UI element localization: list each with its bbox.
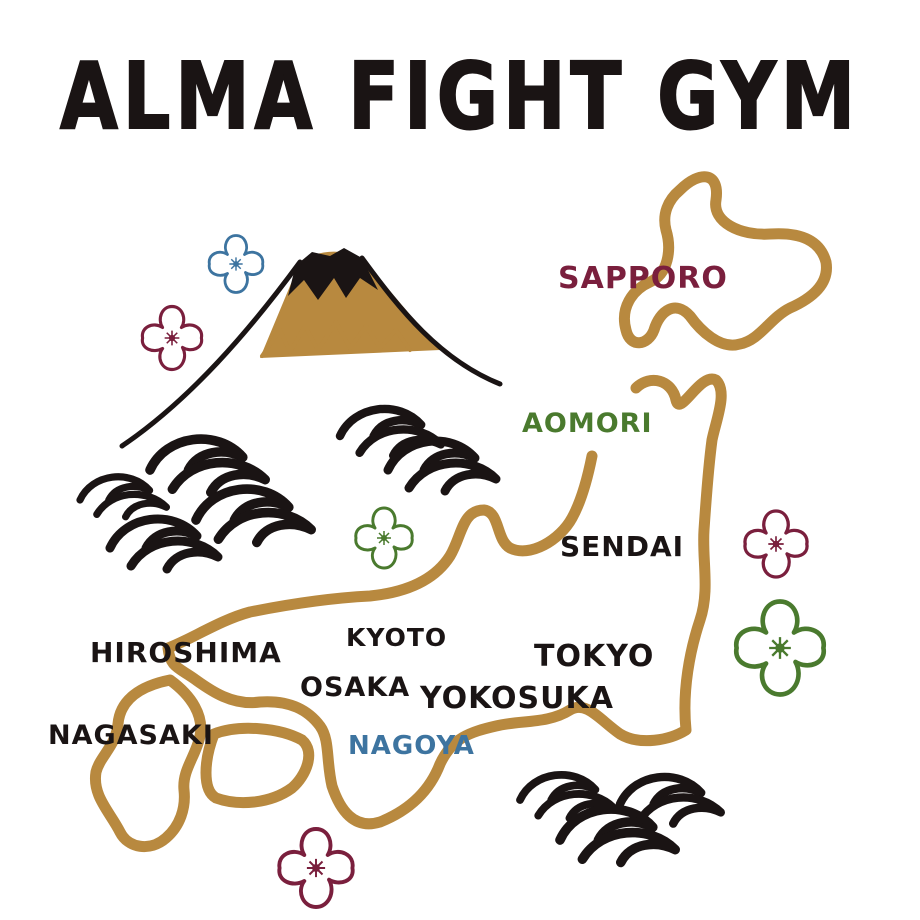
city-label-tokyo: TOKYO: [534, 639, 654, 674]
gym-title: ALMA FIGHT GYM: [60, 43, 860, 150]
city-label-osaka: OSAKA: [300, 672, 410, 703]
city-label-yokosuka: YOKOSUKA: [419, 681, 614, 716]
sakura-blossom-icon: [277, 827, 355, 909]
city-label-sapporo: SAPPORO: [558, 261, 728, 296]
city-label-sendai: SENDAI: [560, 530, 684, 563]
city-label-nagoya: NAGOYA: [348, 731, 475, 761]
sakura-blossom-icon: [207, 234, 265, 294]
city-label-nagasaki: NAGASAKI: [48, 720, 214, 751]
city-label-hiroshima: HIROSHIMA: [90, 636, 282, 669]
sakura-blossom-icon: [736, 602, 823, 695]
sakura-blossom-icon: [743, 509, 809, 579]
city-label-kyoto: KYOTO: [346, 623, 447, 652]
japan-map-outline: [89, 171, 832, 852]
city-label-aomori: AOMORI: [522, 408, 653, 439]
mount-fuji-icon: [119, 248, 503, 449]
sakura-blossom-icon: [140, 304, 204, 372]
sakura-blossom-icon: [354, 506, 414, 570]
